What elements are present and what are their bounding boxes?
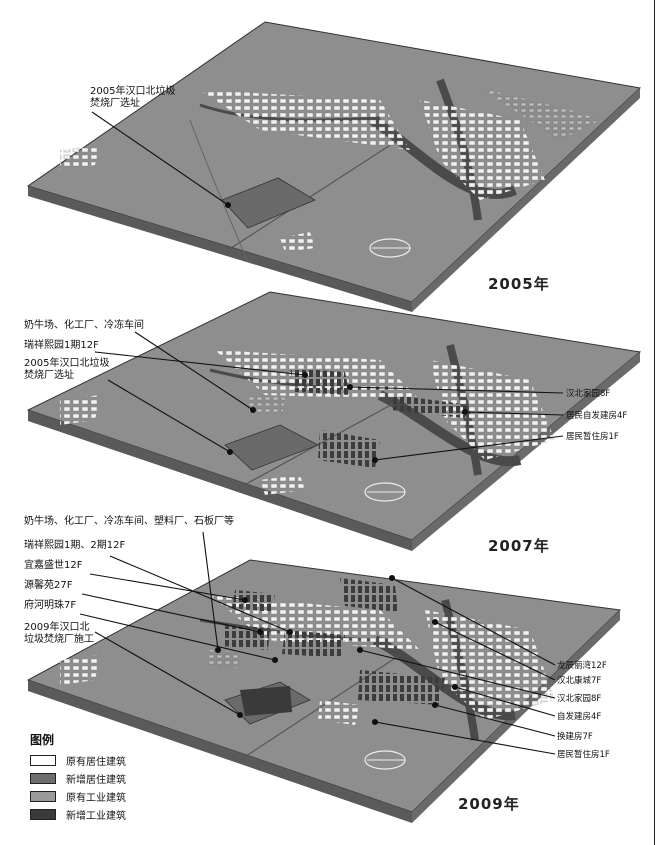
year-2007: 2007年 bbox=[488, 537, 550, 555]
label-2009-selfbuilt: 自发建房4F bbox=[557, 712, 602, 722]
label-2007-selfbuilt: 居民自发建房4F bbox=[566, 411, 628, 421]
year-2005: 2005年 bbox=[488, 275, 550, 293]
label-2009-temporary: 居民暂住房1F bbox=[557, 750, 610, 760]
label-2005-site-line2: 焚烧厂选址 bbox=[90, 98, 140, 109]
legend-swatch-existing-residential bbox=[30, 754, 56, 766]
panel-2007-map bbox=[26, 291, 642, 551]
legend-item-new-residential: 新增居住建筑 bbox=[30, 771, 126, 786]
legend-label-new-industrial: 新增工业建筑 bbox=[66, 810, 126, 822]
panel-2005-map bbox=[26, 21, 642, 312]
legend-item-existing-industrial: 原有工业建筑 bbox=[30, 789, 126, 804]
label-2007-temporary: 居民暂住房1F bbox=[566, 432, 619, 442]
label-2009-hanbei: 汉北家园8F bbox=[557, 694, 602, 704]
legend-swatch-new-residential bbox=[30, 772, 56, 784]
legend-swatch-new-industrial bbox=[30, 808, 56, 820]
leader-lines bbox=[79, 111, 564, 755]
label-2009-site-line1: 2009年汉口北 bbox=[24, 622, 90, 633]
legend-label-new-residential: 新增居住建筑 bbox=[66, 774, 126, 786]
label-2009-fuhe: 府河明珠7F bbox=[24, 600, 77, 611]
label-2009-exchange: 换建房7F bbox=[557, 732, 593, 742]
label-2007-site: 2005年汉口北垃圾 焚烧厂选址 bbox=[24, 358, 109, 382]
legend-title: 图例 bbox=[30, 733, 55, 747]
legend-label-existing-industrial: 原有工业建筑 bbox=[66, 792, 126, 804]
label-2007-hanbei: 汉北家园8F bbox=[566, 389, 611, 399]
label-2007-site-line2: 焚烧厂选址 bbox=[24, 370, 74, 381]
label-2009-site: 2009年汉口北 垃圾焚烧厂施工 bbox=[24, 622, 94, 646]
label-2009-ruixiang: 瑞祥熙园1期、2期12F bbox=[24, 540, 126, 551]
page-border-line bbox=[654, 0, 655, 845]
label-2009-kangcheng: 汉北康城7F bbox=[557, 676, 602, 686]
label-2009-longchen: 龙辰丽湾12F bbox=[557, 661, 607, 671]
year-2009: 2009年 bbox=[458, 795, 520, 813]
label-2007-site-line1: 2005年汉口北垃圾 bbox=[24, 358, 110, 369]
legend-swatch-existing-industrial bbox=[30, 790, 56, 802]
label-2005-site: 2005年汉口北垃圾 焚烧厂选址 bbox=[90, 86, 175, 110]
legend-item-new-industrial: 新增工业建筑 bbox=[30, 807, 126, 822]
legend-label-existing-residential: 原有居住建筑 bbox=[66, 756, 126, 768]
label-2007-industry: 奶牛场、化工厂、冷冻车间 bbox=[24, 320, 144, 331]
label-2009-yuanxin: 源馨苑27F bbox=[24, 580, 73, 591]
legend-item-existing-residential: 原有居住建筑 bbox=[30, 753, 126, 768]
label-2007-ruixiang: 瑞祥熙园1期12F bbox=[24, 340, 99, 351]
label-2005-site-line1: 2005年汉口北垃圾 bbox=[90, 86, 176, 97]
panel-2009-map bbox=[26, 559, 622, 823]
label-2009-industry: 奶牛场、化工厂、冷冻车间、塑料厂、石板厂等 bbox=[24, 516, 234, 527]
label-2009-site-line2: 垃圾焚烧厂施工 bbox=[24, 634, 94, 645]
label-2009-yijia: 宜嘉盛世12F bbox=[24, 560, 83, 571]
